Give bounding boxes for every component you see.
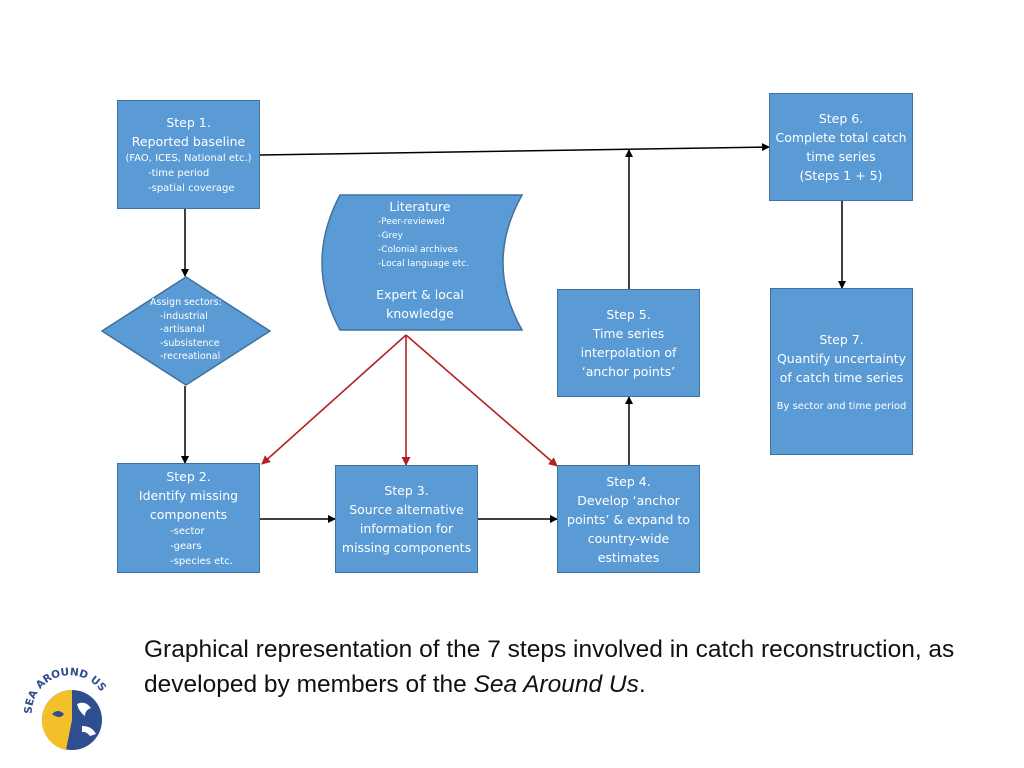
step1-sub2: -spatial coverage	[148, 183, 235, 194]
caption-end: .	[638, 671, 646, 698]
sea-around-us-logo: SEA AROUND US	[22, 664, 114, 757]
arrow-literature-to-step4	[405, 334, 558, 467]
step3-line2: information for	[359, 521, 454, 536]
step1-line2: (FAO, ICES, National etc.)	[125, 153, 252, 164]
step3-title: Step 3.	[384, 483, 429, 498]
step7-note: By sector and time period	[776, 400, 907, 412]
step5-line1: Time series	[592, 326, 665, 341]
step1-title: Step 1.	[166, 115, 211, 130]
literature-item: -Grey	[378, 231, 403, 241]
step3-line3: missing components	[341, 540, 472, 555]
step6-line2: time series	[806, 149, 876, 164]
sectors-diamond: Assign sectors: -industrial -artisanal -…	[150, 296, 240, 364]
caption-italic: Sea Around Us	[473, 671, 639, 698]
step5-title: Step 5.	[606, 307, 651, 322]
step3-box: Step 3. Source alternative information f…	[335, 465, 478, 573]
literature-source: Literature -Peer-reviewed -Grey -Colonia…	[340, 199, 500, 323]
step1-box: Step 1. Reported baseline (FAO, ICES, Na…	[117, 100, 260, 209]
step2-item: -species etc.	[170, 556, 233, 567]
step1-line1: Reported baseline	[131, 134, 246, 149]
step4-box: Step 4. Develop ‘anchor points’ & expand…	[557, 465, 700, 573]
step4-line3: country-wide	[587, 530, 670, 546]
figure-caption: Graphical representation of the 7 steps …	[144, 632, 984, 702]
literature-item: -Peer-reviewed	[378, 217, 445, 227]
caption-text: Graphical representation of the 7 steps …	[144, 636, 955, 698]
step2-title: Step 2.	[166, 469, 211, 484]
step7-box: Step 7. Quantify uncertainty of catch ti…	[770, 288, 913, 455]
literature-item: -Local language etc.	[378, 259, 470, 269]
step3-line1: Source alternative	[349, 502, 464, 517]
literature-item: -Colonial archives	[378, 245, 458, 255]
step7-line1: Quantify uncertainty	[776, 350, 907, 366]
step5-line3: ‘anchor points’	[581, 364, 676, 379]
step5-line2: interpolation of	[580, 345, 677, 360]
step4-title: Step 4.	[606, 473, 651, 489]
literature-title: Literature	[389, 199, 451, 214]
sectors-item: -recreational	[160, 351, 221, 362]
step5-box: Step 5. Time series interpolation of ‘an…	[557, 289, 700, 397]
step6-line3: (Steps 1 + 5)	[799, 168, 883, 183]
step1-sub1: -time period	[148, 168, 210, 179]
arrow-step1-to-step6	[259, 143, 770, 156]
sectors-diamond-shape	[100, 276, 272, 386]
sectors-item: -subsistence	[160, 337, 220, 349]
sectors-item: -industrial	[160, 310, 208, 322]
step7-title: Step 7.	[819, 331, 864, 347]
sectors-title: Assign sectors:	[150, 297, 222, 308]
sectors-item: -artisanal	[160, 324, 205, 335]
step6-title: Step 6.	[818, 111, 864, 126]
step4-line4: estimates	[597, 549, 660, 565]
literature-shape	[321, 194, 524, 331]
step6-box: Step 6. Complete total catch time series…	[769, 93, 913, 201]
step2-line1: Identify missing	[138, 488, 239, 503]
sea-around-us-logo-icon: SEA AROUND US	[23, 666, 108, 750]
step2-item: -sector	[170, 526, 205, 537]
step6-line1: Complete total catch	[775, 130, 907, 145]
step2-line2: components	[149, 507, 228, 522]
literature-line2: knowledge	[386, 306, 454, 321]
step2-box: Step 2. Identify missing components -sec…	[117, 463, 260, 573]
step4-line1: Develop ‘anchor	[577, 492, 680, 508]
step4-line2: points’ & expand to	[567, 511, 690, 527]
literature-line1: Expert & local	[376, 287, 464, 302]
arrow-literature-to-step2	[261, 334, 407, 465]
step7-line2: of catch time series	[779, 369, 904, 385]
step2-item: -gears	[170, 541, 202, 552]
